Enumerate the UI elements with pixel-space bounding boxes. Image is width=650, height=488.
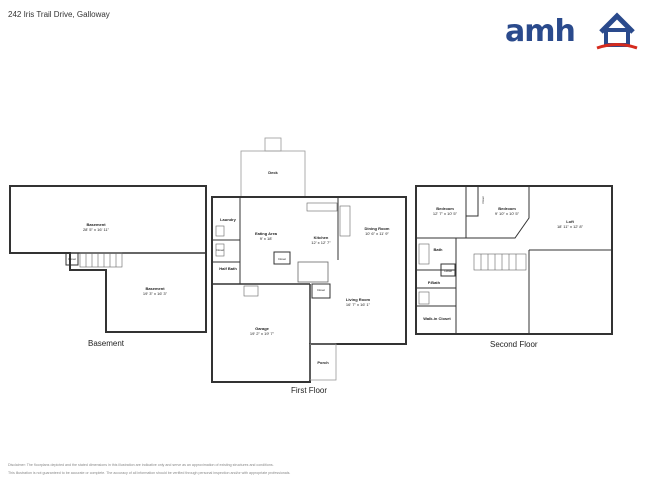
room-dims: 19' 2" x 19' 7" (250, 331, 275, 336)
first-floor-label: First Floor (291, 386, 327, 395)
room-name: Porch (317, 360, 329, 365)
room-name: Closet (68, 257, 76, 261)
room-dims: 10' 6" x 11' 9" (365, 231, 389, 236)
first-floor-plan (211, 137, 407, 383)
room-dims: 9' x 18' (260, 236, 273, 241)
room-name: Kitchen (314, 235, 329, 240)
room-dims: 9' 10" x 10' 5" (495, 211, 520, 216)
room-dims: 28' 5" x 16' 11" (83, 227, 110, 232)
room-name: Walk-in Closet (423, 316, 451, 321)
room-name: Closet (317, 288, 325, 292)
room-name: Dining Room (365, 226, 390, 231)
room-name: Bedroom (436, 206, 454, 211)
room-name: Laundry (220, 217, 237, 222)
property-address: 242 Iris Trail Drive, Galloway (8, 10, 110, 19)
disclaimer-line-2: This illustration is not guaranteed to b… (8, 471, 291, 475)
room-name: Bedroom (498, 206, 516, 211)
room-name: Garage (255, 326, 270, 331)
room-dims: 16' 7" x 16' 1" (346, 302, 371, 307)
room-name: Basement (145, 286, 165, 291)
second-floor-plan (415, 185, 613, 335)
room-dims: 19' 3" x 16' 3" (143, 291, 168, 296)
room-name: Eating Area (255, 231, 278, 236)
room-name: P.Bath (428, 280, 441, 285)
room-name: Deck (268, 170, 278, 175)
room-name: Closet (481, 196, 485, 204)
disclaimer-line-1: Disclaimer: The floorplans depicted and … (8, 463, 274, 467)
house-roof-icon (596, 12, 638, 50)
room-name: Living Room (346, 297, 371, 302)
amh-logo[interactable]: amh (505, 8, 640, 56)
room-name: Closet (278, 257, 286, 261)
room-dims: 12' x 12' 7" (311, 240, 331, 245)
basement-plan (9, 185, 207, 333)
room-name: Half Bath (219, 266, 237, 271)
room-name: Closet (216, 248, 224, 252)
basement-label: Basement (88, 339, 125, 348)
room-name: Bath (434, 247, 443, 252)
second-floor-label: Second Floor (490, 340, 538, 349)
room-dims: 12' 7" x 10' 5" (433, 211, 458, 216)
logo-wordmark: amh (505, 14, 576, 49)
room-name: Loft (566, 219, 574, 224)
room-dims: 18' 11" x 12' 8" (557, 224, 584, 229)
room-name: Closet (444, 269, 452, 273)
room-name: Basement (86, 222, 106, 227)
